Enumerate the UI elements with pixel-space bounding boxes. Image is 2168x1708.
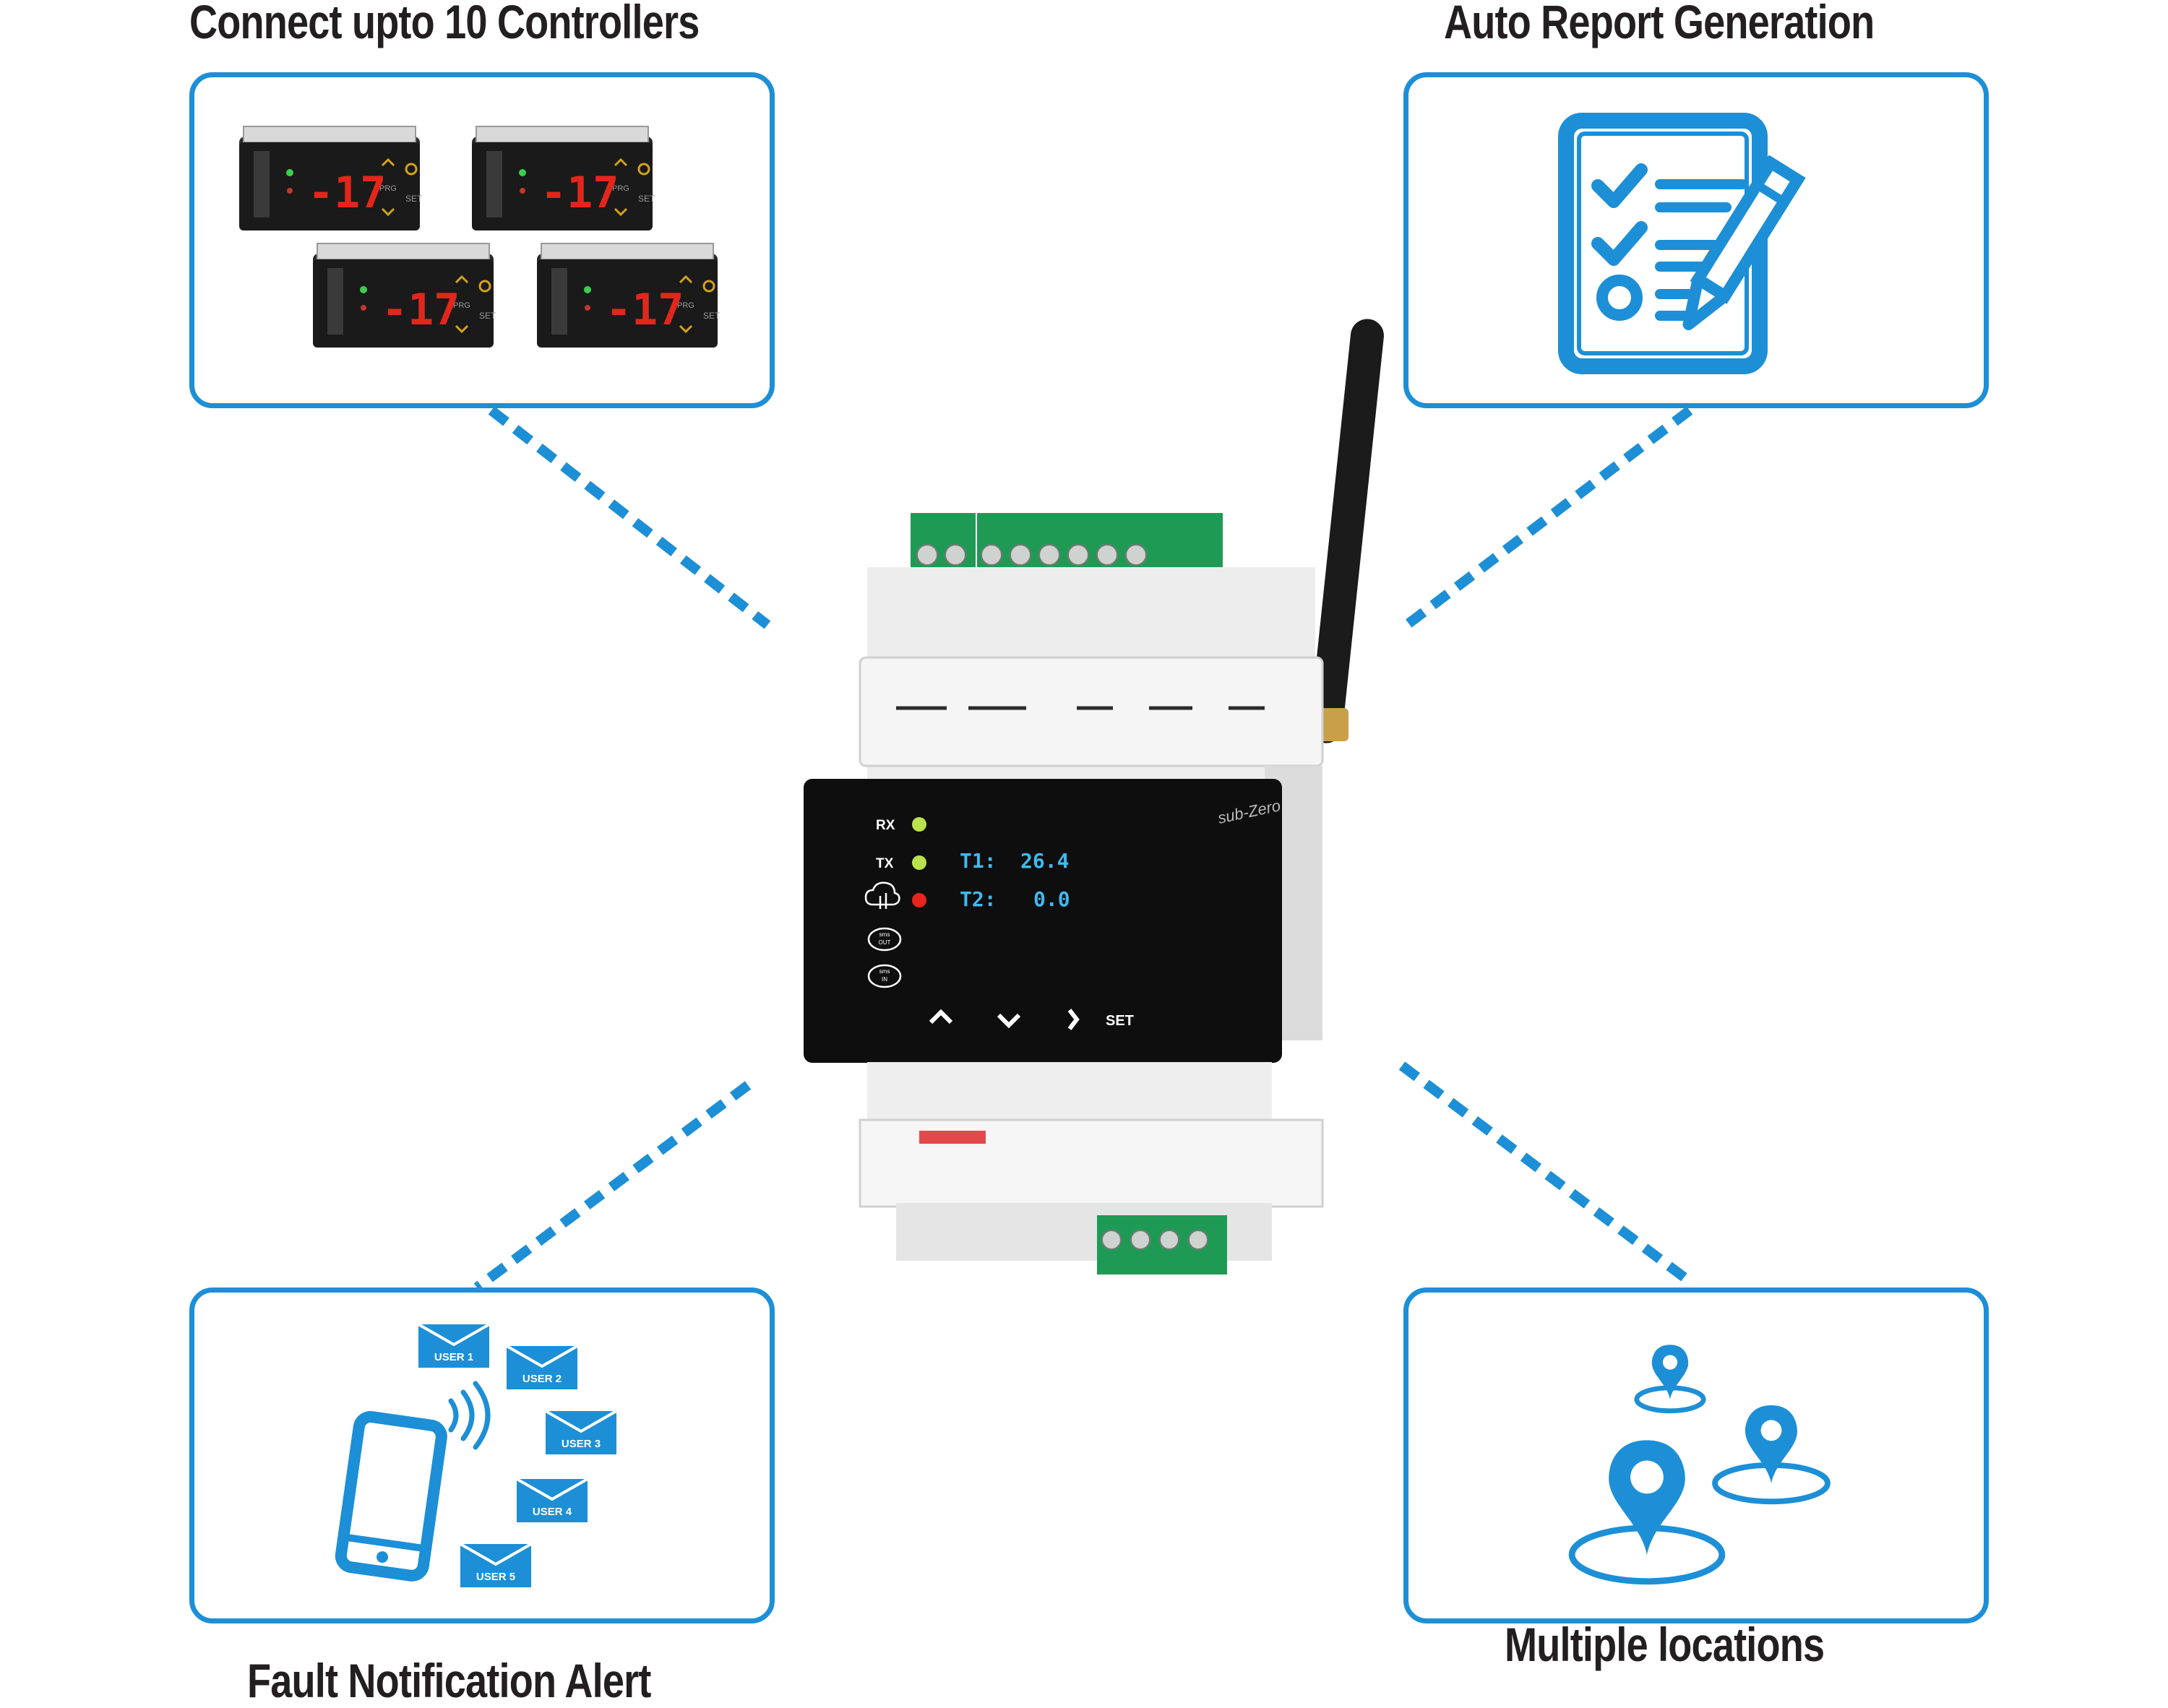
user-envelope-1: USER 1	[417, 1323, 491, 1369]
user-envelope-2: USER 2	[505, 1345, 579, 1391]
cloud-led	[912, 893, 926, 907]
controller-unit-4: -17	[535, 242, 722, 349]
up-button[interactable]	[929, 1009, 953, 1025]
bottom-terminal-block	[1097, 1215, 1227, 1274]
svg-text:USER 1: USER 1	[434, 1351, 473, 1363]
connector-bottom-right	[1398, 1061, 1695, 1287]
tx-label: TX	[876, 856, 894, 871]
controller-unit-2: -17	[470, 125, 657, 232]
t2-value: 0.0	[1033, 887, 1070, 911]
svg-text:-17: -17	[606, 285, 684, 335]
location-pin-icon-large	[1568, 1440, 1726, 1585]
location-pin-icon-medium	[1712, 1405, 1831, 1505]
pencil-icon	[1682, 155, 1806, 331]
svg-text:-17: -17	[308, 168, 386, 218]
user-envelope-3: USER 3	[544, 1410, 618, 1456]
gsm-device: sub-Zero RX TX sms OUT sms IN T1: 26.4 T…	[804, 319, 1384, 1274]
sms-in-icon: sms IN	[867, 964, 902, 988]
rx-label: RX	[876, 818, 895, 833]
svg-text:USER 4: USER 4	[533, 1506, 572, 1518]
down-button[interactable]	[997, 1013, 1021, 1029]
panel-controllers: SET PRG -17 -17 -17 -17	[189, 72, 775, 408]
svg-text:OUT: OUT	[879, 939, 891, 946]
svg-text:sms: sms	[879, 931, 890, 938]
controllers-illustration: SET PRG -17 -17 -17 -17	[238, 125, 722, 349]
panel-multiple-locations	[1403, 1288, 1989, 1623]
user-envelope-4: USER 4	[515, 1478, 589, 1524]
notification-illustration: USER 1 USER 2 USER 3 USER 4 USER 5	[335, 1323, 618, 1589]
panel-fault-notification: USER 1 USER 2 USER 3 USER 4 USER 5	[189, 1288, 775, 1623]
controller-unit-3: -17	[311, 242, 498, 349]
locations-illustration	[1568, 1345, 1831, 1585]
cloud-icon	[864, 881, 900, 909]
set-button[interactable]: SET	[1106, 1013, 1134, 1029]
heading-multiple-locations: Multiple locations	[1505, 1618, 1825, 1671]
signal-waves-icon	[448, 1381, 491, 1450]
t1-value: 26.4	[1020, 849, 1069, 873]
svg-text:USER 2: USER 2	[522, 1373, 562, 1385]
t2-label: T2:	[960, 887, 997, 911]
svg-text:sms: sms	[879, 968, 890, 975]
sms-out-icon: sms OUT	[867, 927, 902, 952]
heading-fault-notification: Fault Notification Alert	[247, 1654, 651, 1707]
panel-auto-report	[1403, 72, 1989, 408]
svg-text:-17: -17	[541, 168, 619, 218]
heading-connect-controllers: Connect upto 10 Controllers	[189, 0, 700, 48]
right-button[interactable]	[1067, 1009, 1080, 1030]
location-pin-icon-small	[1634, 1345, 1706, 1414]
rx-led	[912, 817, 926, 832]
connector-top-right	[1398, 406, 1693, 633]
t1-label: T1:	[960, 849, 997, 873]
svg-text:USER 5: USER 5	[476, 1571, 515, 1583]
tx-led	[912, 855, 926, 870]
svg-text:-17: -17	[382, 285, 460, 335]
device-front-panel: sub-Zero RX TX sms OUT sms IN T1: 26.4 T…	[804, 779, 1282, 1063]
heading-auto-report: Auto Report Generation	[1444, 0, 1875, 48]
connector-bottom-left	[473, 1081, 752, 1292]
svg-text:USER 3: USER 3	[562, 1438, 601, 1450]
report-clipboard-icon	[1558, 113, 1806, 374]
user-envelope-5: USER 5	[459, 1543, 533, 1589]
connector-top-left	[488, 406, 771, 629]
controller-unit-1: -17	[238, 125, 424, 232]
smartphone-icon	[335, 1411, 447, 1582]
svg-text:IN: IN	[882, 976, 887, 983]
